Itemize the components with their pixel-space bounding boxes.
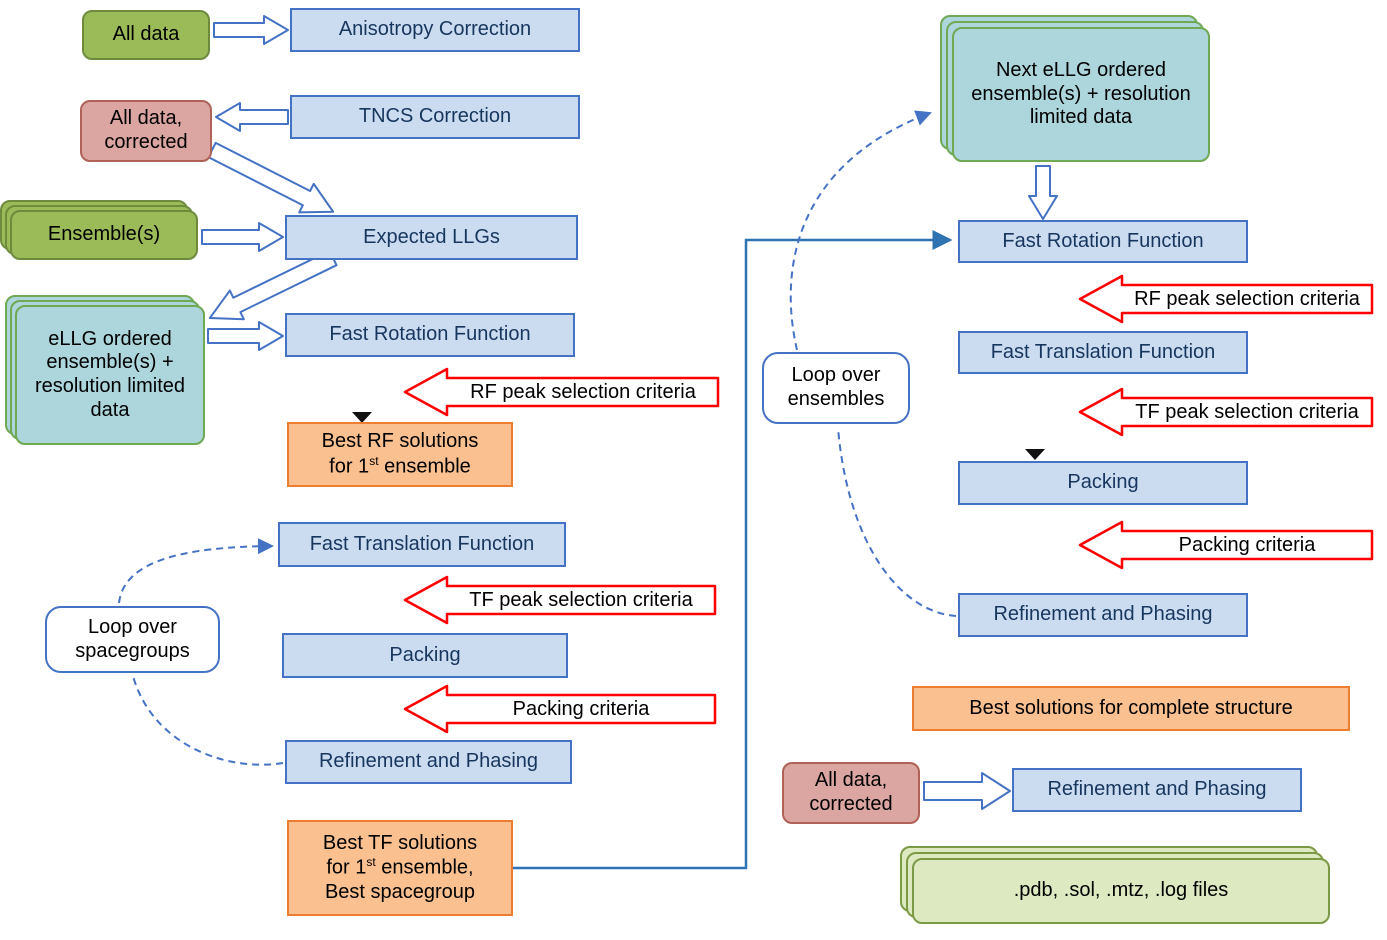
fast-rotation-left-label: Fast Rotation Function [329, 323, 531, 346]
expected-llgs-label: Expected LLGs [363, 225, 500, 248]
packing-left-label: Packing [389, 643, 461, 666]
down-arrowhead-packing-right [1025, 449, 1045, 460]
down-arrowhead-best-rf [352, 412, 372, 423]
node-refinement-left: Refinement and Phasing [285, 740, 572, 784]
best-tf-line1: Best TF solutions [322, 831, 478, 854]
node-all-data: All data [82, 10, 210, 60]
arrow-tncs-to-all-data-corrected [215, 102, 289, 132]
best-tf-line3: Best spacegroup [324, 880, 476, 903]
rf-criteria-label-right: RF peak selection criteria [1134, 288, 1361, 310]
arrow-ensembles-to-expected-llgs [201, 222, 284, 252]
rf-criteria-arrow-left [403, 367, 720, 417]
tf-criteria-arrow-right [1078, 387, 1374, 437]
arrow-all-data-to-anisotropy [213, 15, 289, 45]
node-ellg-ensembles-stack: eLLG ordered ensemble(s) + resolution li… [5, 295, 205, 445]
loop-ensembles-label: Loop over ensembles [787, 364, 885, 410]
dashed-arc-refinement-to-loop-ensembles [837, 427, 957, 617]
tf-criteria-arrow-left [403, 575, 717, 625]
refinement-left-label: Refinement and Phasing [318, 750, 539, 773]
node-packing-left: Packing [282, 633, 568, 678]
best-tf-text: Best TF solutions for 1st ensemble, Best… [323, 832, 477, 904]
anisotropy-label: Anisotropy Correction [338, 18, 532, 41]
node-loop-over-spacegroups: Loop over spacegroups [45, 606, 220, 673]
packing-criteria-label-left: Packing criteria [513, 698, 651, 720]
packing-criteria-arrow-left [403, 684, 717, 734]
best-rf-line2-pre: for 1 [329, 455, 370, 478]
dashed-arc-loop-spacegroups-to-translation [118, 538, 274, 604]
node-next-ellg-stack: Next eLLG ordered ensemble(s) + resoluti… [940, 15, 1210, 162]
node-best-rf-solutions: Best RF solutions for 1st ensemble [287, 422, 513, 487]
ensembles-label: Ensemble(s) [47, 223, 161, 246]
ellg-stack-layer-front: eLLG ordered ensemble(s) + resolution li… [15, 305, 205, 445]
dashed-arc-refinement-to-loop-spacegroups [132, 675, 284, 766]
refinement-final-label: Refinement and Phasing [1047, 778, 1267, 801]
node-fast-translation-left: Fast Translation Function [278, 522, 566, 567]
node-output-files-stack: .pdb, .sol, .mtz, .log files [900, 846, 1330, 924]
node-best-solutions-complete: Best solutions for complete structure [912, 686, 1350, 731]
all-data-corrected-final-label: All data, corrected [809, 769, 893, 815]
node-refinement-right: Refinement and Phasing [958, 593, 1248, 637]
node-expected-llgs: Expected LLGs [285, 215, 578, 260]
next-ellg-label: Next eLLG ordered ensemble(s) + resoluti… [971, 59, 1191, 129]
refinement-right-label: Refinement and Phasing [993, 603, 1213, 626]
node-fast-translation-right: Fast Translation Function [958, 331, 1248, 374]
node-packing-right: Packing [958, 461, 1248, 505]
loop-spacegroups-label: Loop over spacegroups [75, 615, 190, 662]
packing-criteria-arrow-right [1078, 520, 1374, 570]
node-best-tf-solutions: Best TF solutions for 1st ensemble, Best… [287, 820, 513, 916]
best-tf-superscript: st [366, 855, 376, 870]
node-all-data-label: All data [112, 23, 180, 46]
connector-best-tf-to-right-rotation [513, 230, 953, 870]
best-tf-line2-pre: for 1 [326, 857, 367, 880]
all-data-corrected-label: All data, corrected [104, 107, 188, 153]
fast-translation-right-label: Fast Translation Function [990, 340, 1216, 363]
best-rf-line2-post: ensemble [378, 455, 471, 478]
arrow-corrected-to-final-refinement [923, 772, 1011, 810]
node-fast-rotation-left: Fast Rotation Function [285, 313, 575, 357]
node-tncs-correction: TNCS Correction [290, 95, 580, 139]
best-rf-superscript: st [369, 453, 379, 468]
next-ellg-stack-layer-front: Next eLLG ordered ensemble(s) + resoluti… [952, 27, 1210, 162]
ensembles-stack-layer-front: Ensemble(s) [10, 210, 198, 260]
node-fast-rotation-right: Fast Rotation Function [958, 220, 1248, 263]
tf-criteria-label-left: TF peak selection criteria [469, 589, 693, 611]
arrow-ellg-to-fast-rotation [207, 321, 284, 351]
packing-right-label: Packing [1067, 471, 1139, 494]
node-anisotropy-correction: Anisotropy Correction [290, 8, 580, 52]
arrow-next-ellg-to-fast-rotation-right [1028, 165, 1058, 220]
fast-translation-left-label: Fast Translation Function [309, 532, 535, 555]
best-rf-text: Best RF solutions for 1st ensemble [322, 430, 479, 479]
node-ensembles-stack: Ensemble(s) [0, 200, 198, 260]
tf-criteria-label-right: TF peak selection criteria [1135, 401, 1359, 423]
files-stack-layer-front: .pdb, .sol, .mtz, .log files [912, 858, 1330, 924]
best-rf-line1: Best RF solutions [321, 430, 479, 453]
node-loop-over-ensembles: Loop over ensembles [762, 352, 910, 424]
packing-criteria-label-right: Packing criteria [1179, 534, 1317, 556]
tncs-label: TNCS Correction [358, 105, 512, 128]
node-all-data-corrected: All data, corrected [80, 100, 212, 162]
best-tf-line2-post: ensemble, [375, 857, 474, 880]
arrow-corrected-to-expected-llgs [207, 141, 335, 214]
dashed-arc-loop-ensembles-to-next-ellg [789, 110, 932, 351]
node-refinement-final: Refinement and Phasing [1012, 768, 1302, 812]
fast-rotation-right-label: Fast Rotation Function [1002, 229, 1204, 252]
output-files-label: .pdb, .sol, .mtz, .log files [1013, 879, 1229, 902]
best-solutions-label: Best solutions for complete structure [969, 696, 1293, 719]
node-all-data-corrected-final: All data, corrected [782, 762, 920, 824]
ellg-ensembles-label: eLLG ordered ensemble(s) + resolution li… [34, 327, 186, 421]
rf-criteria-arrow-right [1078, 274, 1374, 324]
rf-criteria-label-left: RF peak selection criteria [470, 381, 697, 403]
